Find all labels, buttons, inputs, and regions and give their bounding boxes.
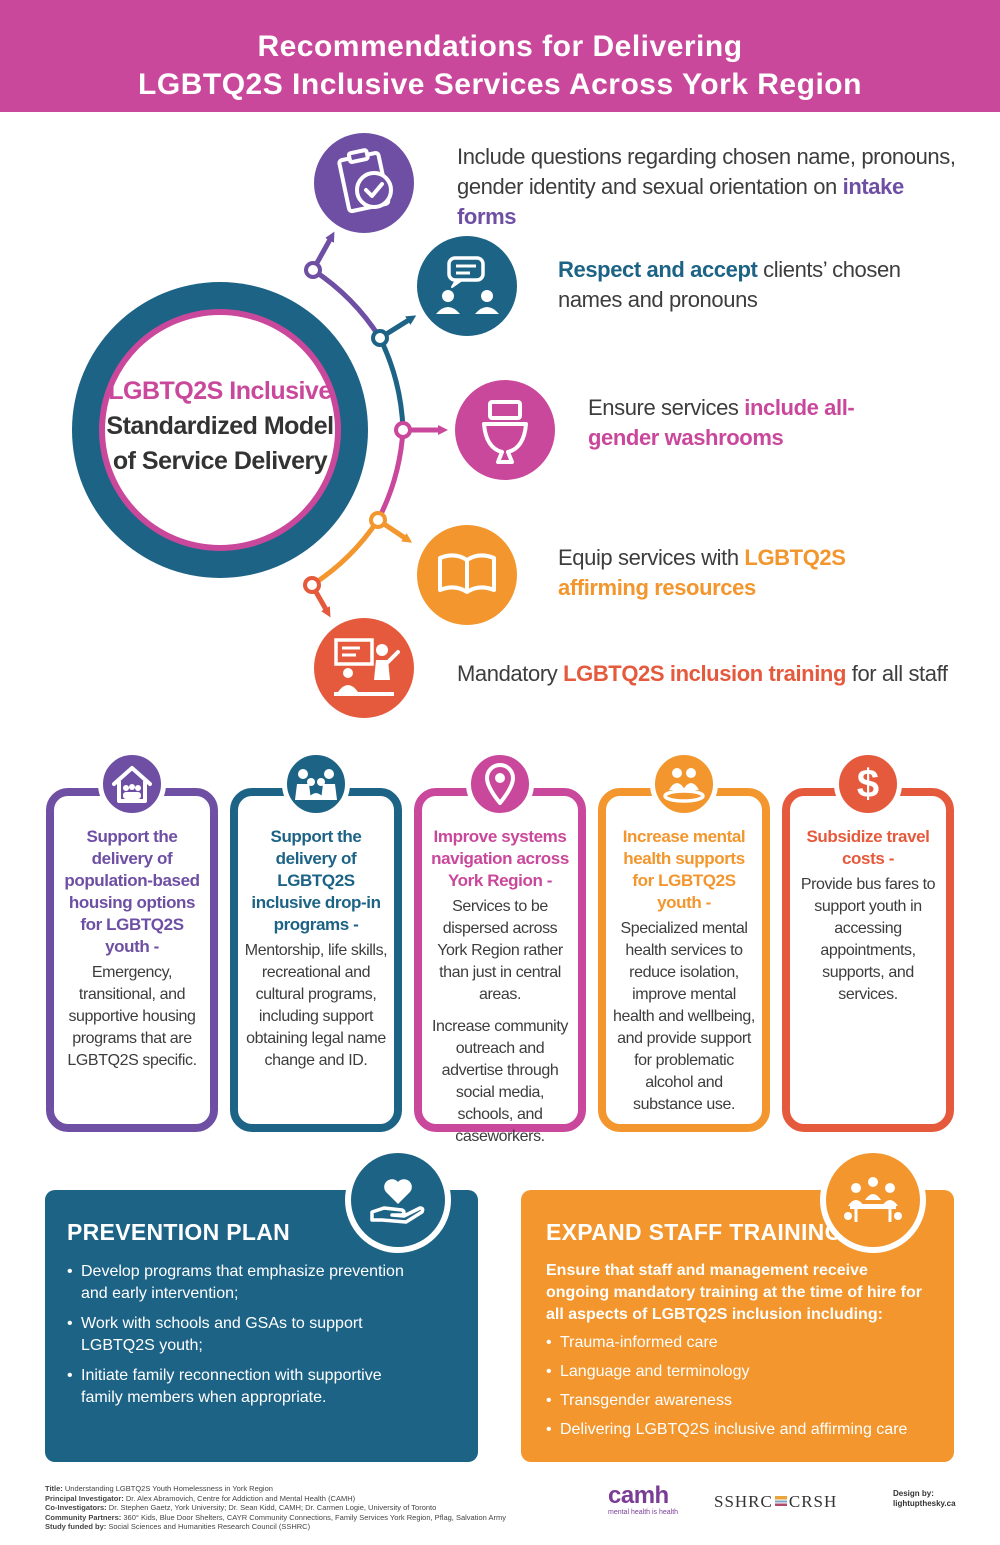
staff-training-title: EXPAND STAFF TRAINING [546,1219,843,1245]
card-drop-in: Support the delivery of LGBTQ2S inclusiv… [230,788,402,1132]
hub-label: LGBTQ2S Inclusive Standardized Model of … [106,377,334,475]
recommendation-washrooms: Ensure services include all-gender washr… [588,395,855,450]
open-book-icon [417,525,517,625]
prevention-plan-panel: PREVENTION PLAN Develop programs that em… [45,1190,478,1462]
list-item: Initiate family reconnection with suppor… [67,1365,412,1409]
list-item: Language and terminology [546,1361,936,1383]
conversation-icon [417,236,517,336]
list-item: Develop programs that emphasize preventi… [67,1261,412,1305]
recommendation-respect-names: Respect and accept clients’ chosen names… [558,257,901,312]
house-family-icon [98,750,166,818]
page-header: Recommendations for Delivering LGBTQ2S I… [0,0,1000,112]
list-item: Trauma-informed care [546,1332,936,1354]
prevention-plan-title: PREVENTION PLAN [67,1219,291,1245]
card-mental-health: Increase mental health supports for LGBT… [598,788,770,1132]
toilet-icon [455,380,555,480]
card-housing: Support the delivery of population-based… [46,788,218,1132]
list-item: Delivering LGBTQ2S inclusive and affirmi… [546,1419,936,1441]
recommendation-inclusion-training: Mandatory LGBTQ2S inclusion training for… [457,661,948,686]
map-pin-icon [466,750,534,818]
service-model-diagram [72,133,555,718]
card-travel-costs: Subsidize travel costs - Provide bus far… [782,788,954,1132]
staff-training-intro: Ensure that staff and management receive… [546,1262,923,1323]
meeting-table-icon [820,1147,926,1253]
clipboard-check-icon [314,133,414,233]
group-support-icon [282,750,350,818]
study-credits: Title: Understanding LGBTQ2S Youth Homel… [45,1484,506,1531]
dollar-icon: $ [834,750,902,818]
heart-hand-icon [345,1147,451,1253]
list-item: Transgender awareness [546,1390,936,1412]
recommendation-intake-forms: Include questions regarding chosen name,… [457,144,956,229]
sshrc-flag-icon [774,1496,787,1506]
card-navigation: Improve systems navigation across York R… [414,788,586,1145]
recommendation-affirming-resources: Equip services with LGBTQ2S affirming re… [558,545,846,600]
staff-training-list: Trauma-informed care Language and termin… [546,1332,936,1441]
camh-logo: camh mental health is health [608,1482,679,1517]
support-group-icon [650,750,718,818]
hub-circle [72,282,368,578]
list-item: Work with schools and GSAs to support LG… [67,1313,412,1357]
presentation-icon [314,618,414,718]
page-title: Recommendations for Delivering LGBTQ2S I… [138,30,862,101]
design-credit: Design by: lightupthesky.ca [893,1489,956,1508]
prevention-plan-list: Develop programs that emphasize preventi… [67,1261,412,1409]
junction-dots [303,261,412,594]
